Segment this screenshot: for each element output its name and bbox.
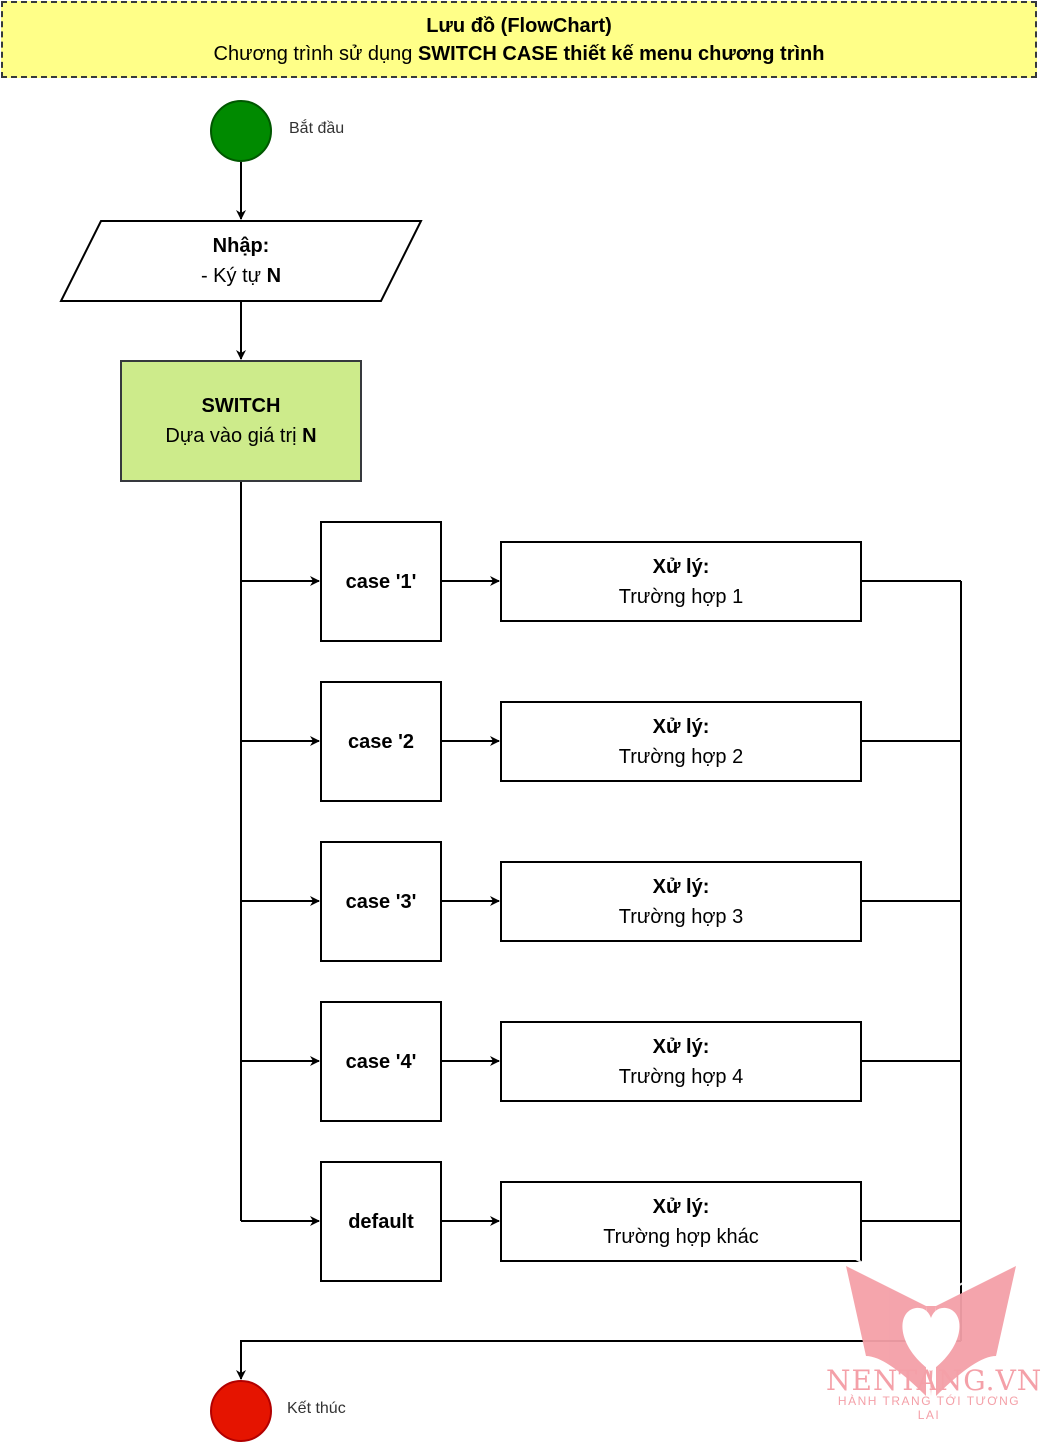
book-heart-logo-icon [846,1257,1016,1396]
edge-merge-end [236,1340,961,1380]
input-line-prefix: - Ký tự [200,265,267,287]
process-title: Xử lý: [652,1195,710,1218]
process-title: Xử lý: [652,715,710,738]
case-node: case '3' [320,841,442,962]
case-node: case '2 [320,681,442,802]
input-title: Nhập: [212,235,270,257]
process-node: Xử lý: Trường hợp 1 [500,541,862,622]
diagram-subtitle: Chương trình sử dụng SWITCH CASE thiết k… [214,40,825,68]
case-label: case '4' [345,1050,417,1073]
process-title: Xử lý: [652,555,710,578]
start-terminal [210,100,272,162]
start-label: Bắt đầu [289,120,345,137]
switch-title: SWITCH [201,395,281,417]
case-label: case '2 [348,730,414,753]
process-text: Trường hợp khác [603,1225,759,1248]
end-label: Kết thúc [287,1400,346,1417]
case-node: default [320,1161,442,1282]
subtitle-bold: SWITCH CASE thiết kế menu chương trình [417,42,825,65]
input-variable: N [266,265,282,287]
switch-line: Dựa vào giá trị N [165,421,316,451]
watermark-tagline: HÀNH TRANG TỚI TƯƠNG LAI [837,1394,1021,1422]
process-node: Xử lý: Trường hợp 4 [500,1021,862,1102]
watermark-name: NENTANG.VN [826,1364,1042,1397]
diagram-title: Lưu đồ (FlowChart) [426,14,612,37]
process-text: Trường hợp 3 [618,905,744,928]
switch-node: SWITCH Dựa vào giá trị N [120,360,362,482]
switch-variable: N [302,425,317,447]
process-node: Xử lý: Trường hợp khác [500,1181,862,1262]
switch-line-prefix: Dựa vào giá trị [165,425,303,447]
process-node: Xử lý: Trường hợp 2 [500,701,862,782]
process-title: Xử lý: [652,1035,710,1058]
case-label: case '3' [345,890,417,913]
input-line: - Ký tự N [201,261,281,291]
case-label: default [348,1210,414,1233]
input-parallelogram [59,220,423,302]
diagram-title-box: Lưu đồ (FlowChart) Chương trình sử dụng … [1,1,1037,78]
case-node: case '4' [320,1001,442,1122]
input-node: Nhập: - Ký tự N [61,221,421,301]
process-text: Trường hợp 1 [618,585,744,608]
process-node: Xử lý: Trường hợp 3 [500,861,862,942]
process-text: Trường hợp 2 [618,745,744,768]
case-label: case '1' [345,570,417,593]
case-node: case '1' [320,521,442,642]
process-text: Trường hợp 4 [618,1065,744,1088]
process-title: Xử lý: [652,875,710,898]
subtitle-prefix: Chương trình sử dụng [213,42,418,65]
case-branches [241,576,961,1226]
end-terminal [210,1380,272,1442]
